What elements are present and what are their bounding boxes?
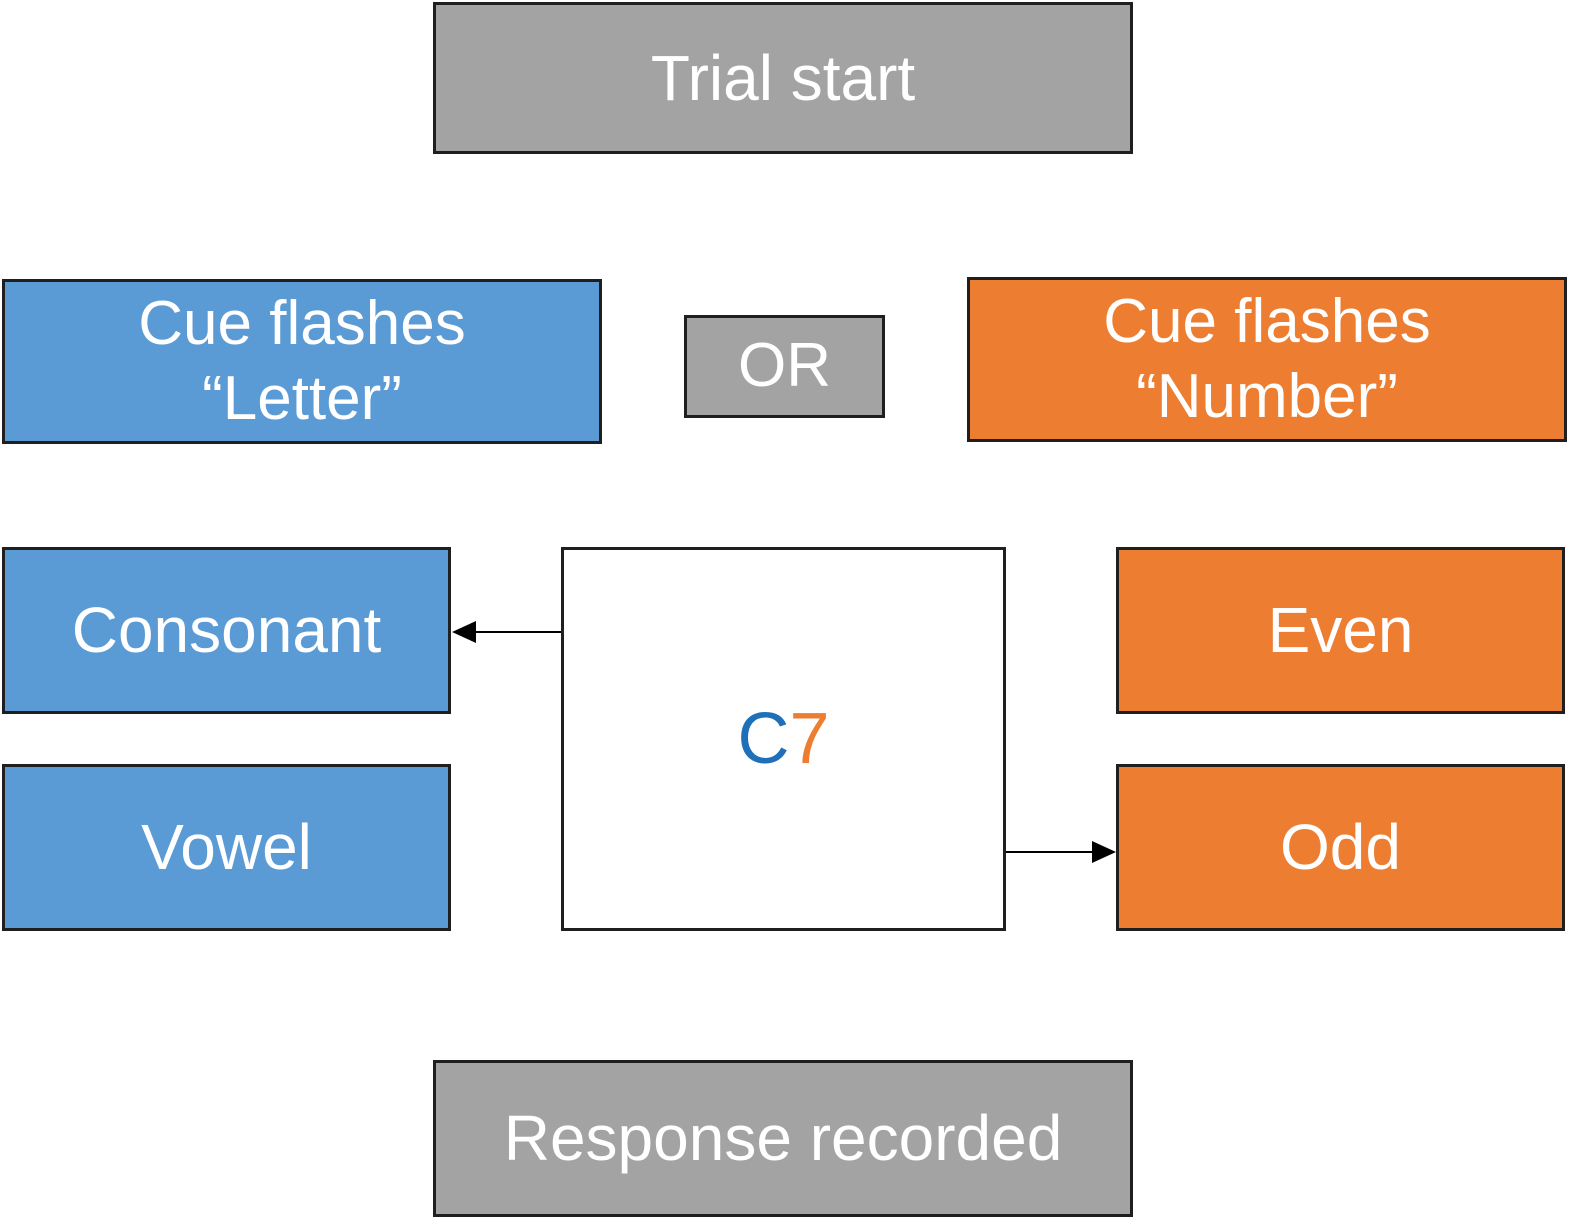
even-label: Even: [1267, 594, 1414, 667]
arrow-to-consonant: [452, 621, 561, 643]
stimulus-letter: C: [737, 698, 790, 779]
or-box: OR: [684, 315, 885, 418]
cue-number-box: Cue flashes “Number”: [967, 277, 1567, 442]
odd-box: Odd: [1116, 764, 1565, 931]
odd-label: Odd: [1280, 811, 1401, 884]
cue-letter-line1: Cue flashes: [138, 289, 466, 359]
arrow-to-odd: [1006, 841, 1116, 863]
consonant-box: Consonant: [2, 547, 451, 714]
consonant-label: Consonant: [71, 594, 382, 667]
cue-letter-line2: “Letter”: [202, 363, 402, 433]
vowel-box: Vowel: [2, 764, 451, 931]
response-recorded-label: Response recorded: [503, 1102, 1063, 1175]
trial-start-box: Trial start: [433, 2, 1133, 154]
cue-number-line2: “Number”: [1136, 361, 1398, 431]
vowel-label: Vowel: [141, 811, 312, 884]
stimulus-text: C7: [737, 696, 829, 782]
stimulus-digit: 7: [789, 698, 830, 779]
or-label: OR: [738, 331, 831, 401]
stimulus-box: C7: [561, 547, 1006, 931]
cue-letter-box: Cue flashes “Letter”: [2, 279, 602, 444]
even-box: Even: [1116, 547, 1565, 714]
response-recorded-box: Response recorded: [433, 1060, 1133, 1217]
trial-start-label: Trial start: [650, 41, 916, 114]
cue-number-line1: Cue flashes: [1103, 287, 1431, 357]
